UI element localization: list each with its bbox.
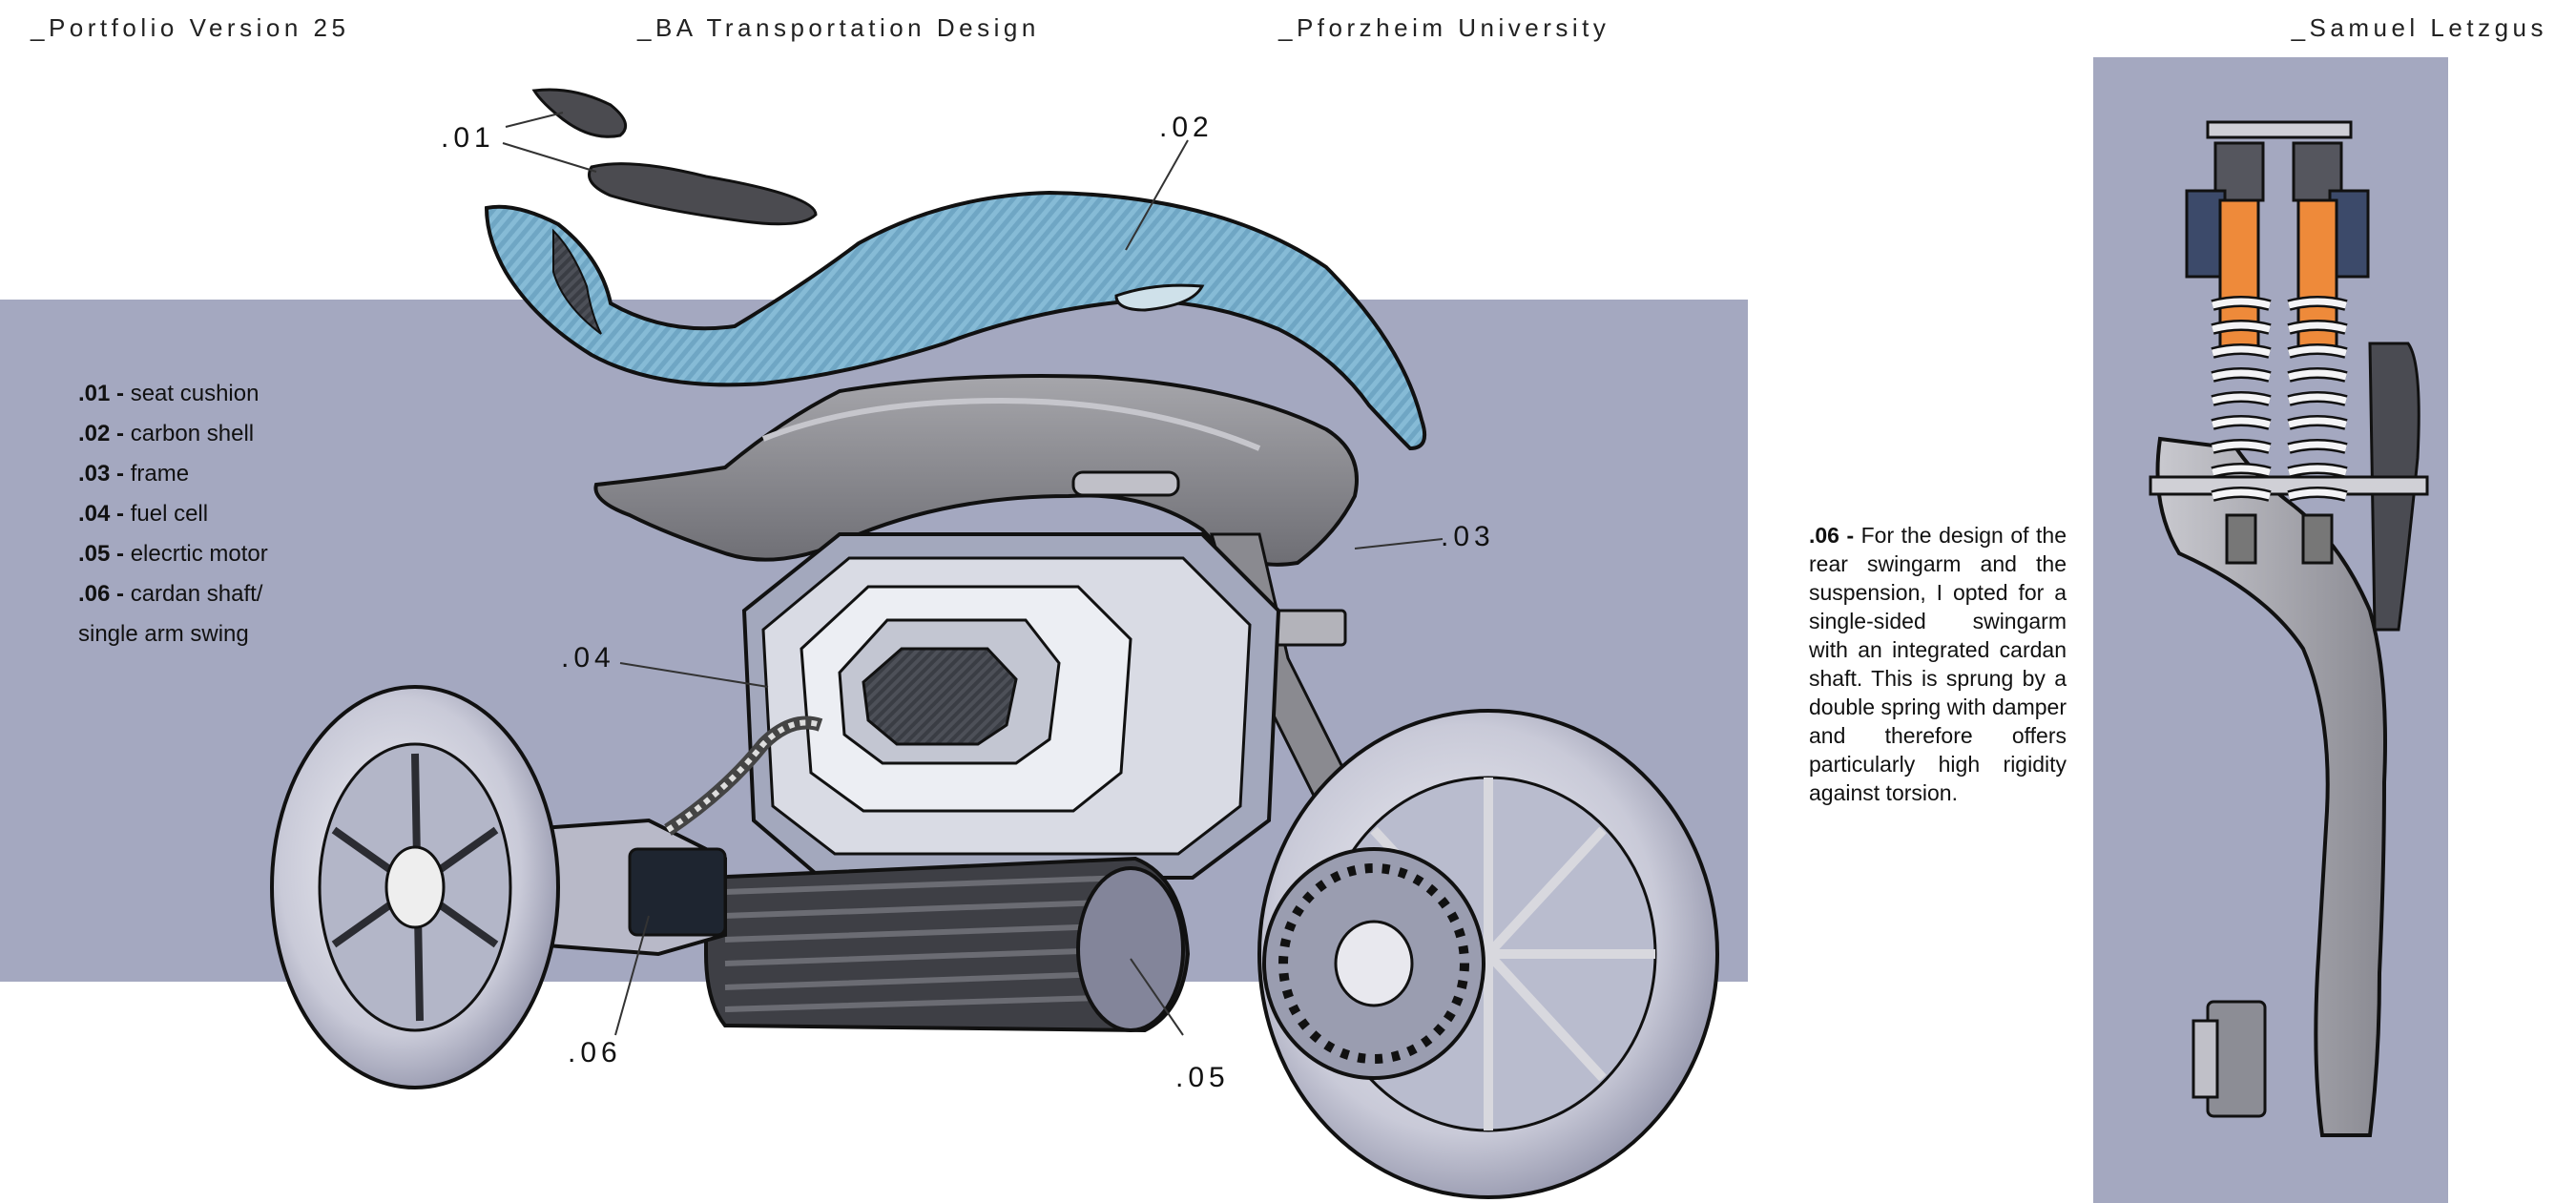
callout-seat-cushion: .01: [441, 122, 495, 154]
legend-label: seat cushion: [130, 381, 260, 406]
legend-sep: -: [110, 381, 131, 406]
header-university: _Pforzheim University: [1278, 13, 1610, 42]
swingarm-detail: [2149, 342, 2429, 1137]
legend-code: .05: [78, 541, 111, 567]
legend-item: .05 - elecrtic motor: [78, 534, 393, 574]
legend-code: .01: [78, 381, 111, 406]
parts-legend: .01 - seat cushion .02 - carbon shell .0…: [78, 374, 393, 654]
callout-leader-lines: [502, 112, 1444, 1036]
legend-sep: -: [110, 541, 131, 567]
callout-electric-motor: .05: [1175, 1062, 1230, 1093]
legend-sep: -: [110, 421, 131, 446]
legend-code: .06: [78, 581, 111, 607]
legend-label: carbon shell: [130, 421, 255, 446]
rear-suspension-illustration: [2149, 120, 2429, 1137]
legend-item: .04 - fuel cell: [78, 494, 393, 534]
electric-motor: [704, 856, 1191, 1033]
legend-item: .06 - cardan shaft/: [78, 574, 393, 614]
legend-label: elecrtic motor: [130, 541, 268, 567]
header-program: _BA Transportation Design: [637, 13, 1040, 42]
carbon-shell: [484, 190, 1426, 451]
legend-item: .03 - frame: [78, 454, 393, 494]
legend-sep: -: [110, 581, 131, 607]
legend-label: frame: [130, 461, 190, 487]
hub-detail: [2192, 1000, 2267, 1118]
shock-absorber-right: [2287, 141, 2370, 565]
rear-wheel: [270, 685, 560, 1089]
legend-code: .04: [78, 501, 111, 527]
top-mount: [2206, 120, 2353, 139]
header-portfolio-version: _Portfolio Version 25: [31, 13, 350, 42]
callout-fuel-cell: .04: [561, 642, 615, 674]
legend-code: .03: [78, 461, 111, 487]
swingarm-description: .06 - For the design of the rear swingar…: [1809, 521, 2067, 807]
legend-sep: -: [110, 501, 131, 527]
motorcycle-exploded-illustration: [270, 88, 1719, 1199]
callout-carbon-shell: .02: [1159, 112, 1214, 143]
callout-cardan-shaft: .06: [568, 1037, 622, 1068]
front-wheel: [1257, 709, 1719, 1199]
legend-label: fuel cell: [130, 501, 209, 527]
legend-sep: -: [110, 461, 131, 487]
legend-label: single arm swing: [78, 621, 249, 647]
shock-absorber-left: [2185, 141, 2272, 565]
legend-label: cardan shaft/: [130, 581, 263, 607]
description-text: For the design of the rear swingarm and …: [1809, 523, 2067, 805]
legend-item: single arm swing: [78, 614, 393, 654]
legend-item: .02 - carbon shell: [78, 414, 393, 454]
legend-item: .01 - seat cushion: [78, 374, 393, 414]
description-code: .06 -: [1809, 523, 1855, 548]
seat-cushion: [531, 88, 818, 226]
callout-frame: .03: [1441, 521, 1495, 552]
legend-code: .02: [78, 421, 111, 446]
header-author: _Samuel Letzgus: [2291, 13, 2547, 42]
fuel-cell: [741, 532, 1281, 880]
